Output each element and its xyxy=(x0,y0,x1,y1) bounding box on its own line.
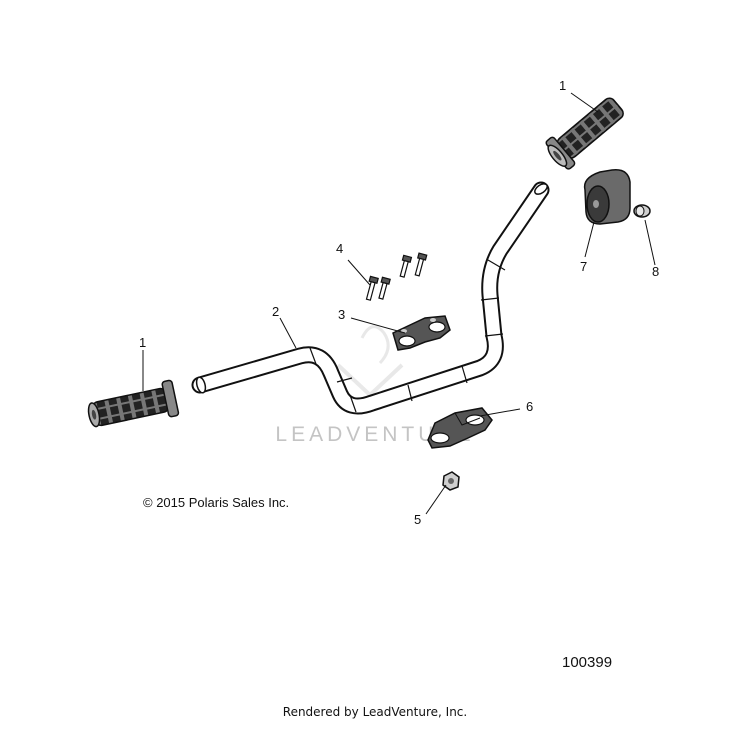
callout-6-lower-clamp: 6 xyxy=(526,399,533,414)
callout-7-pad: 7 xyxy=(580,259,587,274)
callout-2-handlebar: 2 xyxy=(272,304,279,319)
leader-lines xyxy=(142,92,656,515)
callout-1-right-grip: 1 xyxy=(559,78,566,93)
copyright-notice: © 2015 Polaris Sales Inc. xyxy=(143,495,290,510)
callout-8-plug: 8 xyxy=(652,264,659,279)
handlebar-part xyxy=(191,181,550,415)
callout-5-nut: 5 xyxy=(414,512,421,527)
watermark-logo-icon xyxy=(336,325,404,398)
left-grip-part xyxy=(87,379,180,428)
upper-clamp-part xyxy=(392,315,451,351)
watermark-text: LEADVENTURE xyxy=(275,423,474,446)
callout-4-bolts: 4 xyxy=(336,241,343,256)
lower-clamp-part xyxy=(427,407,493,449)
document-number: 100399 xyxy=(562,654,613,671)
bolt-set-part xyxy=(365,252,428,301)
handlebar-pad-part xyxy=(583,169,631,225)
callout-3-upper-clamp: 3 xyxy=(338,307,345,322)
rendered-by-footer: Rendered by LeadVenture, Inc. xyxy=(282,705,468,719)
nut-part xyxy=(442,471,460,491)
callout-1-left-grip: 1 xyxy=(139,335,146,350)
right-grip-part xyxy=(545,97,624,170)
end-plug-part xyxy=(633,204,651,218)
